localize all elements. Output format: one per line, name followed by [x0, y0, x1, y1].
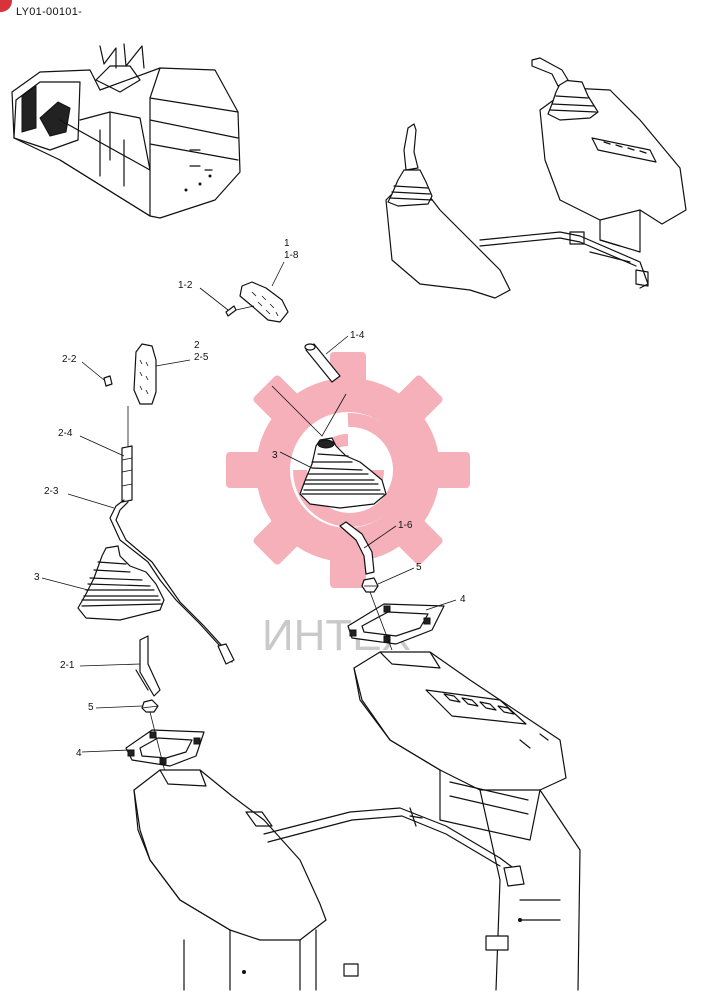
callout-2-5: 2-5 [194, 352, 209, 363]
callout-1-8: 1-8 [284, 250, 299, 261]
callout-3-left: 3 [34, 572, 40, 583]
callout-1-6: 1-6 [398, 520, 413, 531]
callout-2-2: 2-2 [62, 354, 77, 365]
callout-2-1: 2-1 [60, 660, 75, 671]
callout-4-right: 4 [460, 594, 466, 605]
callout-2: 2 [194, 340, 200, 351]
plate-left [125, 729, 205, 767]
callout-labels: 1 1-8 1-2 1-4 2 2-5 2-2 2-4 2-3 3 3 1-6 … [34, 238, 466, 759]
callout-1: 1 [284, 238, 290, 249]
machine-overview-illustration [11, 43, 241, 219]
rubber-boot-right [299, 437, 387, 509]
callout-1-2: 1-2 [178, 280, 193, 291]
part-2-lever-group [77, 343, 235, 777]
console-right-base [353, 651, 581, 991]
console-left-base [133, 769, 525, 991]
rubber-boot-left [77, 545, 165, 621]
callout-4-left: 4 [76, 748, 82, 759]
plate-right [347, 603, 445, 645]
callout-2-4: 2-4 [58, 428, 73, 439]
part-1-knob-group [225, 281, 445, 651]
assembled-consoles-illustration [385, 57, 687, 299]
document-id: LY01-00101- [16, 6, 83, 18]
leader-lines [41, 261, 457, 753]
callout-5-right: 5 [416, 562, 422, 573]
callout-5-left: 5 [88, 702, 94, 713]
callout-2-3: 2-3 [44, 486, 59, 497]
callout-1-4: 1-4 [350, 330, 365, 341]
callout-3-right: 3 [272, 450, 278, 461]
